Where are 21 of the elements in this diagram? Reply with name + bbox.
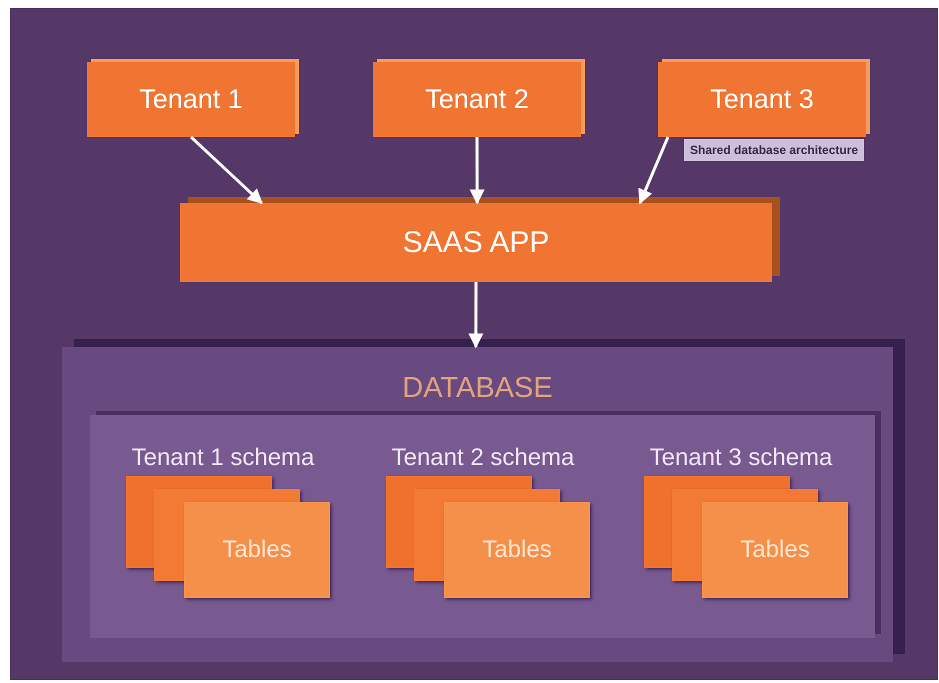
table-label: Tables (222, 535, 292, 565)
table-label: Tables (482, 535, 552, 565)
tenant-label: Tenant 2 (425, 83, 529, 116)
schema-panel (90, 415, 875, 638)
app-label: SAAS APP (402, 225, 550, 261)
tenant-label: Tenant 1 (139, 83, 243, 116)
tooltip-label: Shared database architecture (684, 139, 864, 161)
arrow (638, 136, 670, 204)
arrow (468, 282, 484, 348)
tenant-label: Tenant 3 (710, 83, 814, 116)
arrow (190, 136, 263, 204)
table-label: Tables (740, 535, 810, 565)
schema-heading: Tenant 2 schema (392, 443, 574, 473)
tenant-box (87, 62, 295, 137)
database-box (62, 347, 893, 662)
app-box (180, 203, 772, 282)
database-label: DATABASE (402, 371, 553, 406)
schema-heading: Tenant 1 schema (132, 443, 314, 473)
arrow (470, 137, 485, 204)
tenant-box (373, 62, 581, 137)
schema-heading: Tenant 3 schema (650, 443, 832, 473)
